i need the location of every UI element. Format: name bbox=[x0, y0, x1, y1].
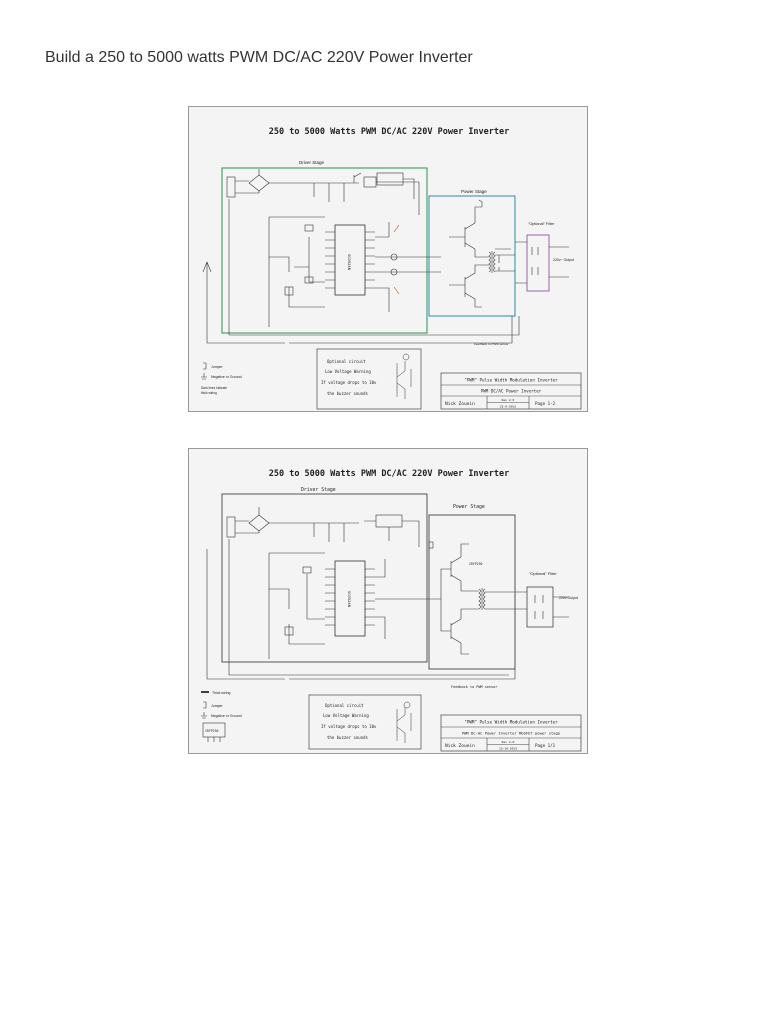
optional-circuit-line3: If voltage drops to 10v bbox=[321, 724, 377, 729]
optional-circuit-line4: the buzzer sounds bbox=[327, 735, 369, 740]
legend: Jumper Negative or Ground Dark lines ind… bbox=[201, 362, 242, 395]
output-label: 220v~ Output bbox=[553, 258, 574, 262]
title-block-rev: Rev 2.0 bbox=[502, 398, 515, 402]
page-title: Build a 250 to 5000 watts PWM DC/AC 220V… bbox=[45, 49, 473, 66]
schematic-diagram-2: 250 to 5000 Watts PWM DC/AC 220V Power I… bbox=[189, 449, 587, 753]
legend-ground: Negative or Ground bbox=[211, 375, 242, 379]
title-block-author: Nick Zouein bbox=[445, 401, 475, 407]
schematic-diagram-1: 250 to 5000 Watts PWM DC/AC 220V Power I… bbox=[189, 107, 587, 411]
schematic-heading: 250 to 5000 Watts PWM DC/AC 220V Power I… bbox=[269, 469, 510, 479]
optional-circuit-line2: Low Voltage Warning bbox=[325, 369, 371, 374]
title-block-row1: "PWM" Pulse Width Modulation Inverter bbox=[464, 720, 558, 725]
driver-stage-label: Driver Stage bbox=[299, 160, 325, 165]
title-block-page: Page 1/1 bbox=[535, 743, 556, 748]
title-block-page: Page 1-2 bbox=[535, 401, 556, 406]
optional-filter-label: "Optional" Filter bbox=[529, 571, 557, 576]
schematic-figure-2: 250 to 5000 Watts PWM DC/AC 220V Power I… bbox=[188, 448, 588, 754]
title-block-date: 22-9-2012 bbox=[500, 405, 516, 409]
optional-filter-box bbox=[526, 586, 554, 628]
output-label: 220v Output bbox=[559, 596, 578, 600]
schematic-heading: 250 to 5000 Watts PWM DC/AC 220V Power I… bbox=[269, 127, 510, 137]
feedback-label: Feedback to PWM sensor bbox=[474, 342, 509, 346]
optional-circuit-box bbox=[308, 694, 422, 750]
power-stage-label: Power Stage bbox=[461, 189, 487, 194]
optional-circuit-line2: Low Voltage Warning bbox=[323, 713, 369, 718]
optional-circuit-line1: Optional circuit bbox=[327, 359, 366, 364]
schematic-figure-1: 250 to 5000 Watts PWM DC/AC 220V Power I… bbox=[188, 106, 588, 412]
power-stage-box bbox=[428, 195, 516, 317]
optional-filter-label: "Optional" Filter bbox=[528, 222, 555, 226]
legend-jumper: Jumper bbox=[211, 365, 224, 369]
ground-icon bbox=[201, 712, 207, 719]
legend-mosfet-part: IRFP250 bbox=[205, 729, 219, 733]
legend-jumper: Jumper bbox=[211, 704, 224, 708]
mosfet-label: IRFP250 bbox=[469, 562, 483, 566]
optional-filter-box bbox=[526, 234, 550, 292]
driver-stage-box bbox=[221, 167, 428, 334]
title-block: "PWM" Pulse Width Modulation Inverter PW… bbox=[440, 714, 582, 752]
title-block-row2: PWM DC-AC Power Inverter MOSFET power st… bbox=[462, 731, 561, 736]
title-block-row1: "PWM" Pulse Width Modulation Inverter bbox=[464, 378, 558, 383]
legend-thick-lines-2: thick wiring bbox=[201, 391, 217, 395]
legend: Thick wiring Jumper Negative or Ground I… bbox=[201, 691, 242, 742]
ic-label: SG3524N bbox=[347, 591, 352, 608]
title-block-row2: PWM DC/AC Power Inverter bbox=[481, 389, 542, 394]
driver-stage-box bbox=[221, 493, 428, 663]
legend-thick-lines-1: Dark lines indicate bbox=[201, 386, 227, 390]
optional-circuit-box bbox=[316, 348, 422, 410]
ground-icon bbox=[201, 373, 207, 380]
title-block-author: Nick Zouein bbox=[445, 743, 475, 749]
optional-circuit-line3: If voltage drops to 10v bbox=[321, 380, 377, 385]
legend-thick-wiring: Thick wiring bbox=[212, 691, 231, 695]
title-block-date: 13-10-2012 bbox=[499, 747, 517, 751]
circuit-wiring bbox=[206, 507, 569, 680]
jumper-icon bbox=[203, 701, 207, 709]
legend-ground: Negative or Ground bbox=[211, 714, 242, 718]
power-stage-label: Power Stage bbox=[453, 504, 485, 510]
jumper-icon bbox=[203, 362, 207, 370]
title-block-rev: Rev 2.0 bbox=[502, 740, 515, 744]
circuit-wiring bbox=[202, 169, 569, 344]
ic-label: SG3524N bbox=[347, 254, 352, 271]
driver-stage-label: Driver Stage bbox=[301, 487, 336, 493]
optional-circuit-line1: Optional circuit bbox=[325, 703, 364, 708]
title-block: "PWM" Pulse Width Modulation Inverter PW… bbox=[440, 372, 582, 410]
feedback-label: Feedback to PWM sensor bbox=[451, 685, 497, 689]
optional-circuit-line4: the buzzer sounds bbox=[327, 391, 369, 396]
